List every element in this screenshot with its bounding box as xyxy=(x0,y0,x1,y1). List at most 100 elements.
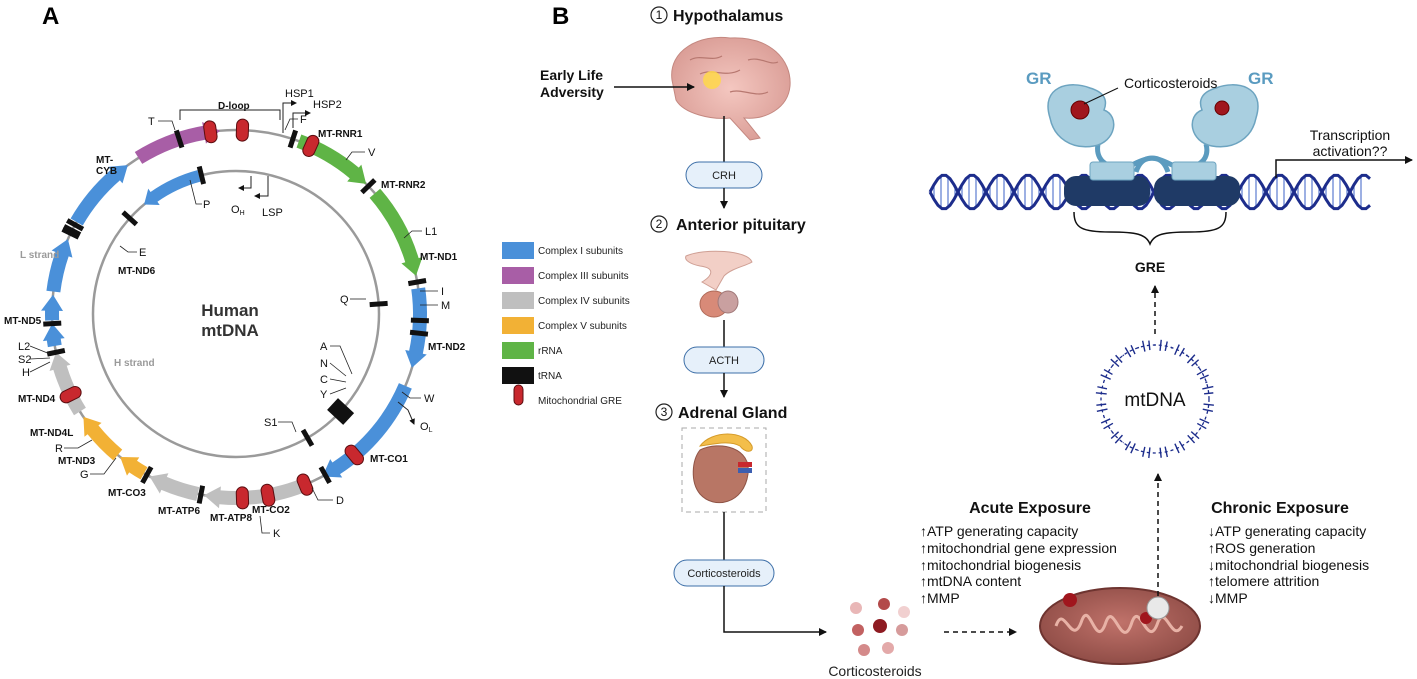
leader-k xyxy=(259,515,270,534)
gene-arrow-nd2 xyxy=(322,383,412,478)
gre-oval xyxy=(260,483,276,507)
panel-b-label: B xyxy=(552,3,569,30)
trna-label-c: C xyxy=(320,374,328,386)
legend-label: tRNA xyxy=(538,371,562,382)
trna-bar-p xyxy=(196,165,207,185)
trna-label-g: G xyxy=(80,469,89,481)
gene-arrow-atp8 xyxy=(120,456,148,480)
gene-label-nd4: MT-ND4 xyxy=(18,394,56,405)
gr-ligand-right xyxy=(1214,100,1230,116)
leader-f xyxy=(284,118,298,131)
legend-label: Complex IV subunits xyxy=(538,296,630,307)
mtdna-rung xyxy=(1187,434,1196,444)
trna-bar-r xyxy=(43,320,62,327)
gene-arrow-cyb xyxy=(134,121,220,164)
gre-oval xyxy=(296,473,314,496)
oh-arrow xyxy=(238,176,252,191)
leader-l1 xyxy=(403,230,422,239)
leader-y xyxy=(329,387,347,395)
trna-label-n: N xyxy=(320,358,328,370)
trna-bar-k xyxy=(140,465,154,485)
gene-label-co2: MT-CO2 xyxy=(252,505,290,516)
trna-label-k: K xyxy=(273,528,281,540)
ol-label: OL xyxy=(420,421,433,434)
dna-strand-2 xyxy=(928,173,1371,211)
gene-label-nd1: MT-ND1 xyxy=(420,252,458,263)
trna-label-q: Q xyxy=(340,294,349,306)
trna-label-s1: S1 xyxy=(264,417,277,429)
trna-bar-q xyxy=(369,300,388,308)
mtdna-backbone xyxy=(1100,344,1210,454)
acute-item-2: ↑mitochondrial gene expression xyxy=(920,540,1117,556)
gre-oval xyxy=(302,134,320,157)
trna-bar-h xyxy=(61,227,80,240)
mtdna-rung xyxy=(1205,381,1208,384)
lsp-label: LSP xyxy=(262,207,283,219)
acute-title: Acute Exposure xyxy=(969,500,1091,517)
gr-dbd-left xyxy=(1089,161,1135,181)
crh-label: CRH xyxy=(712,170,736,182)
leader-t xyxy=(158,120,176,131)
trna-label-r: R xyxy=(55,443,63,455)
mtdna-rung xyxy=(1110,431,1120,439)
gene-label-co3: MT-CO3 xyxy=(108,488,146,499)
renal-artery xyxy=(738,462,752,467)
gr-corticosteroids-label: Corticosteroids xyxy=(1124,75,1217,91)
transcription-line1: Transcription xyxy=(1310,127,1390,143)
leader-n xyxy=(329,362,347,377)
gr-dimer xyxy=(1047,84,1259,206)
brain-shape xyxy=(671,36,791,141)
mtdna-rung xyxy=(1130,344,1136,355)
oh-sub: H xyxy=(240,210,245,217)
gre-oval xyxy=(235,118,250,142)
trna-label-i: I xyxy=(441,286,444,298)
mtdna-label: mtDNA xyxy=(1124,390,1186,411)
center-title-line2: mtDNA xyxy=(201,321,259,340)
leader-a xyxy=(330,345,353,375)
trna-label-f: F xyxy=(300,114,307,126)
gre-oval xyxy=(344,444,364,466)
gene-label-atp6: MT-ATP6 xyxy=(158,506,200,517)
gene-arrow-co3 xyxy=(49,352,86,416)
gene-label-co1: MT-CO1 xyxy=(370,454,408,465)
trna-bar-e xyxy=(121,210,139,227)
mtdna-rung xyxy=(1203,403,1214,406)
gre-oval xyxy=(203,120,218,144)
inner-strand-ring xyxy=(91,169,381,459)
leader-r xyxy=(64,439,93,449)
ol-arrow xyxy=(397,401,415,425)
ol-sub: L xyxy=(429,427,433,434)
oh-o: O xyxy=(231,204,240,216)
leader-v xyxy=(345,151,365,161)
mtdna-rung xyxy=(1124,441,1132,451)
trna-bars xyxy=(43,129,429,504)
gene-arrow-nd6 xyxy=(144,170,201,206)
chronic-item-2: ↑ROS generation xyxy=(1208,540,1315,556)
gene-arrow-nd3 xyxy=(42,323,65,348)
mtdna-rung xyxy=(1130,443,1136,454)
acute-item-1: ↑ATP generating capacity xyxy=(920,523,1078,539)
trna-bar-s1 xyxy=(300,428,315,447)
mtdna-rung xyxy=(1110,358,1120,368)
mitochondrial-nucleoid xyxy=(1146,596,1170,620)
trna-bar-g xyxy=(46,347,66,357)
gene-label-cyb-line2: CYB xyxy=(96,166,117,177)
gre-site-right xyxy=(1154,176,1240,206)
corticosteroid-molecules xyxy=(850,598,910,656)
gene-label-rnr1: MT-RNR1 xyxy=(318,129,363,140)
renal-vein xyxy=(738,468,752,473)
transcription-line2: activation?? xyxy=(1313,143,1388,159)
gene-arrow-nd5 xyxy=(70,165,128,226)
mitochondrion xyxy=(1039,587,1201,665)
gre-label: GRE xyxy=(1135,259,1165,275)
gene-arrows xyxy=(41,121,427,509)
leader-c xyxy=(329,378,347,383)
gene-label-nd6: MT-ND6 xyxy=(118,266,156,277)
leader-p xyxy=(189,179,202,205)
legend-label: Complex I subunits xyxy=(538,246,623,257)
step2-title: Anterior pituitary xyxy=(676,217,806,234)
leader-w xyxy=(401,391,421,399)
to-corticosteroids-arrow xyxy=(723,586,827,636)
legend-label: Mitochondrial GRE xyxy=(538,396,622,407)
chronic-item-5: ↓MMP xyxy=(1208,590,1248,606)
